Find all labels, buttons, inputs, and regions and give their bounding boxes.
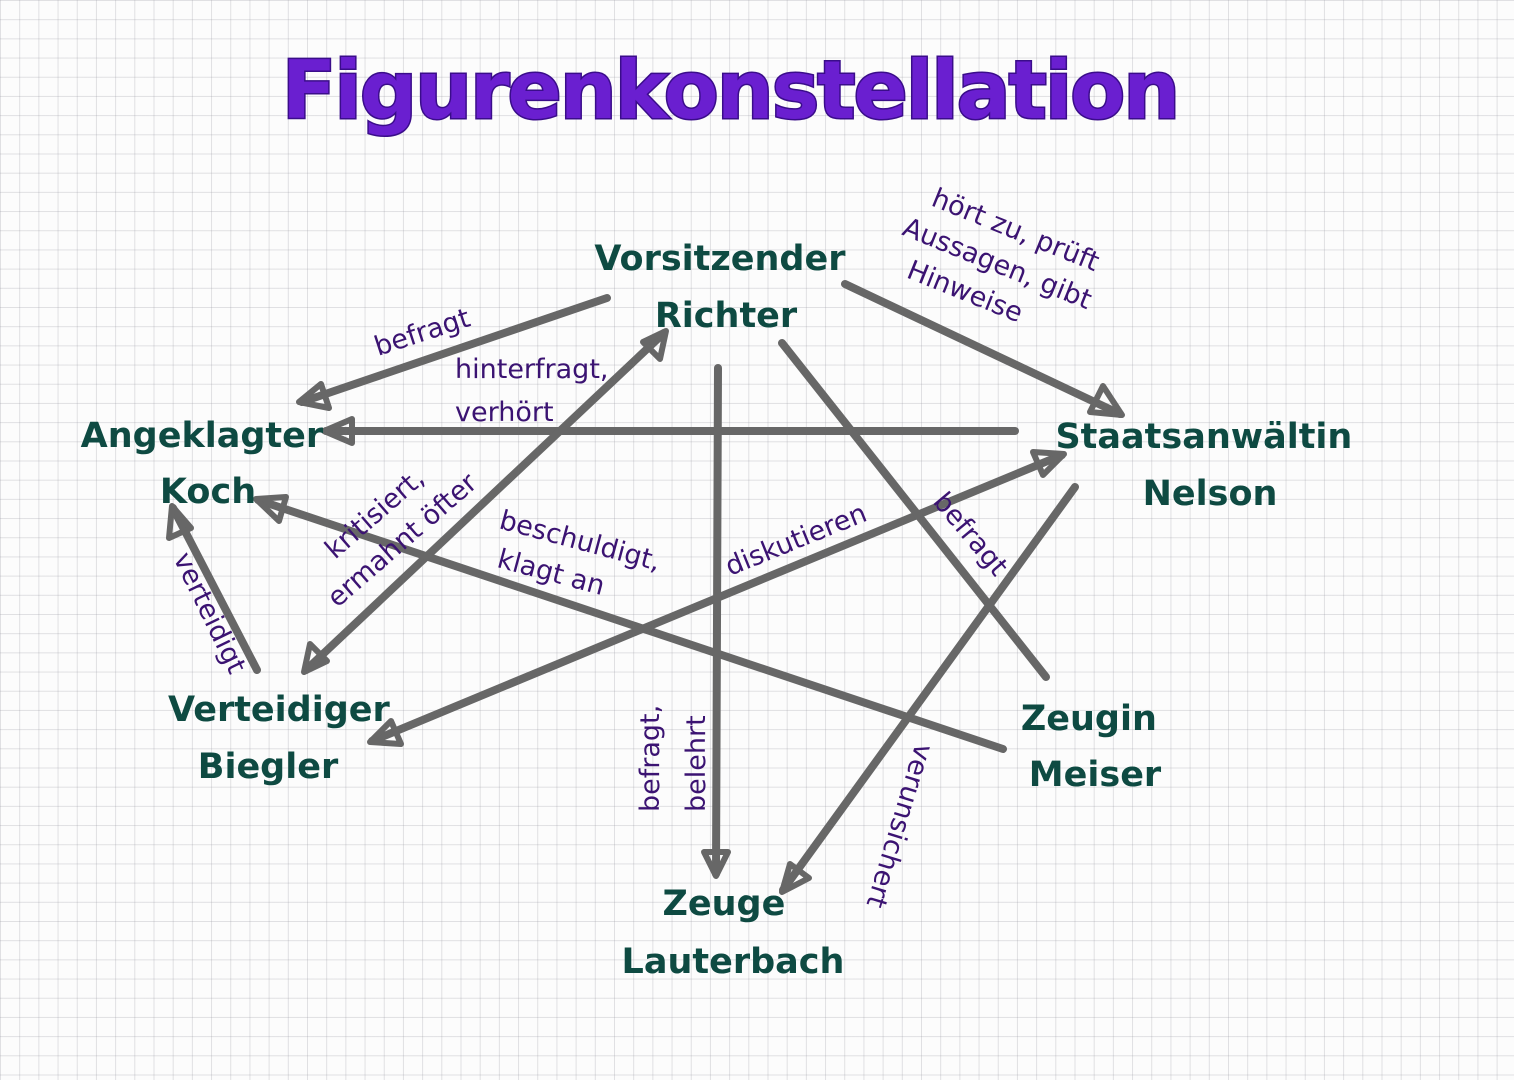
node-koch-line-1: Angeklagter xyxy=(81,416,324,456)
label-richter-lauterbach: befragt, belehrt xyxy=(635,696,712,812)
relation-labels: befragt hinterfragt, verhört hört zu, pr… xyxy=(167,177,1118,912)
node-meiser-line-1: Zeugin xyxy=(1021,699,1157,739)
node-koch-line-2: Koch xyxy=(160,472,256,512)
arrowhead-lauterbach-from-nelson xyxy=(779,861,812,895)
relation-arrows xyxy=(166,280,1125,895)
arrowhead-biegler-from-richter xyxy=(301,641,330,675)
arrowhead-nelson-from-biegler xyxy=(1030,449,1067,478)
label-richter-lauterbach-line-2: belehrt xyxy=(681,715,712,812)
node-lauterbach-line-2: Lauterbach xyxy=(622,942,845,982)
arrow-biegler-to-koch xyxy=(169,504,261,674)
node-lauterbach-line-1: Zeuge xyxy=(662,884,785,924)
arrowhead-richter-from-biegler xyxy=(640,328,669,362)
arrow-richter-to-nelson xyxy=(841,280,1124,418)
node-richter-line-2: Richter xyxy=(655,296,798,336)
node-angeklagter-koch: Angeklagter Koch xyxy=(81,416,336,512)
node-richter-line-1: Vorsitzender xyxy=(594,239,846,279)
node-biegler-line-2: Biegler xyxy=(198,747,339,787)
label-richter-lauterbach-line-1: befragt, xyxy=(635,705,666,812)
arrowhead-lauterbach-from-richter xyxy=(701,849,731,879)
arrow-nelson-to-lauterbach xyxy=(779,483,1079,894)
arrowhead-koch-from-biegler xyxy=(166,503,194,541)
node-verteidiger-biegler: Verteidiger Biegler xyxy=(168,690,402,787)
node-staatsanwaeltin-nelson: Staatsanwältin Nelson xyxy=(1055,417,1364,514)
label-richter-nelson: hört zu, prüft Aussagen, gibt Hinweise xyxy=(884,177,1118,355)
diagram-title: Figurenkonstellation xyxy=(282,44,1178,137)
arrowhead-biegler-from-nelson xyxy=(367,718,404,747)
arrow-meiser-to-koch xyxy=(254,496,1007,753)
arrowhead-koch-from-richter xyxy=(296,381,332,411)
arrowhead-koch-from-nelson xyxy=(321,416,355,446)
node-biegler-line-1: Verteidiger xyxy=(168,690,390,730)
label-nelson-koch-line-2: verhört xyxy=(455,397,554,428)
line-richter-meiser xyxy=(778,339,1050,681)
node-vorsitzender-richter: Vorsitzender Richter xyxy=(594,239,857,336)
label-nelson-koch: hinterfragt, verhört xyxy=(455,354,617,428)
node-meiser-line-2: Meiser xyxy=(1029,755,1162,795)
label-biegler-koch: verteidigt xyxy=(167,547,252,678)
node-nelson-line-1: Staatsanwältin xyxy=(1055,417,1352,457)
node-nelson-line-2: Nelson xyxy=(1143,474,1278,514)
arrowhead-nelson-from-richter xyxy=(1087,383,1125,418)
label-richter-meiser: befragt xyxy=(927,487,1014,582)
arrow-richter-to-koch xyxy=(298,294,611,406)
node-zeuge-lauterbach: Zeuge Lauterbach xyxy=(622,884,845,982)
arrowhead-koch-from-meiser xyxy=(253,494,289,524)
label-nelson-koch-line-1: hinterfragt, xyxy=(455,354,608,385)
label-meiser-koch: beschuldigt, klagt an xyxy=(486,505,672,617)
person-nodes: Vorsitzender Richter Angeklagter Koch St… xyxy=(81,239,1364,982)
arrow-richter-to-lauterbach xyxy=(712,364,722,878)
arrow-richter-biegler xyxy=(302,329,668,674)
node-zeugin-meiser: Zeugin Meiser xyxy=(1021,699,1169,795)
